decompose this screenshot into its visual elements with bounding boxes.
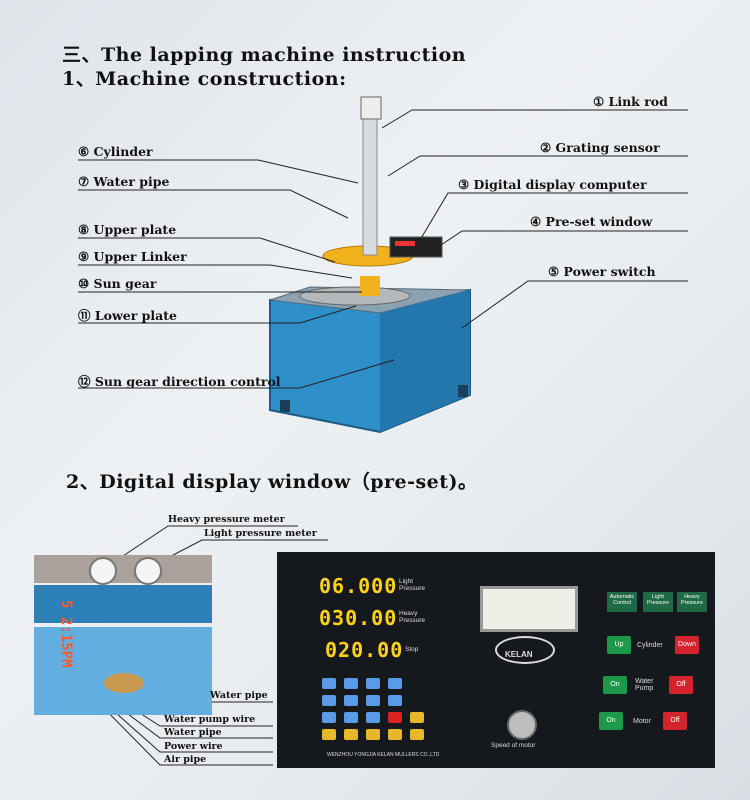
cylinder-label: Cylinder — [637, 642, 663, 649]
label-link-rod: ① Link rod — [593, 94, 668, 109]
label-digital-display-computer: ③ Digital display computer — [458, 177, 647, 192]
label-lower-plate: ⑪ Lower plate — [78, 308, 177, 323]
instruction-title: 三、The lapping machine instruction — [62, 44, 467, 66]
speed-knob-label: Speed of motor — [491, 742, 536, 749]
kelan-logo: KELAN — [505, 650, 533, 659]
heavy-pressure-button[interactable]: Heavy Pressure — [677, 592, 707, 612]
label-photo-water-pipe-2: Water pipe — [164, 727, 222, 738]
machine-panel-top — [34, 585, 212, 623]
key[interactable] — [388, 695, 402, 706]
label-photo-water-pipe-1: Water pipe — [210, 690, 268, 701]
label-water-pump-wire: Water pump wire — [164, 714, 256, 725]
link-rod-shape — [360, 96, 382, 120]
motor-on-button[interactable]: On — [599, 712, 623, 730]
key[interactable] — [344, 712, 358, 723]
pressure-meter-photo — [34, 555, 212, 715]
display-label-stop: Stop — [405, 646, 419, 653]
cylinder-down-button[interactable]: Down — [675, 636, 699, 654]
key[interactable] — [366, 678, 380, 689]
motor-off-button[interactable]: Off — [663, 712, 687, 730]
key[interactable] — [322, 695, 336, 706]
motor-label: Motor — [633, 718, 651, 725]
key[interactable] — [388, 678, 402, 689]
key[interactable] — [388, 729, 402, 740]
light-pressure-button[interactable]: Light Pressure — [643, 592, 673, 612]
label-upper-plate: ⑧ Upper plate — [78, 222, 177, 237]
key[interactable] — [322, 712, 336, 723]
light-pressure-gauge — [134, 557, 162, 585]
cylinder-shape — [362, 114, 378, 256]
water-pump-on-button[interactable]: On — [603, 676, 627, 694]
label-air-pipe: Air pipe — [164, 754, 207, 765]
key[interactable] — [322, 729, 336, 740]
label-grating-sensor: ② Grating sensor — [540, 140, 660, 155]
key[interactable] — [366, 712, 380, 723]
automatic-control-button[interactable]: Automatic Control — [607, 592, 637, 612]
key[interactable] — [366, 729, 380, 740]
key[interactable] — [410, 712, 424, 723]
display-led-shape — [395, 241, 415, 246]
kelan-logo-ring — [495, 636, 555, 664]
water-pump — [104, 673, 144, 693]
display-label-heavy-pressure: Heavy Pressure — [399, 610, 426, 624]
label-heavy-pressure-meter: Heavy pressure meter — [168, 514, 285, 525]
foot-right — [458, 385, 468, 397]
lower-plate-shape — [299, 286, 411, 306]
machine-side — [380, 290, 470, 432]
key[interactable] — [344, 729, 358, 740]
date-stamp: 5 2:15PM — [58, 600, 74, 668]
label-upper-linker: ⑨ Upper Linker — [78, 249, 187, 264]
sun-gear-shape — [360, 276, 380, 296]
panel-footer: WENZHOU YONGJIA KELAN MULLERS CO.,LTD — [327, 752, 440, 758]
speed-knob[interactable] — [507, 710, 537, 740]
label-cylinder: ⑥ Cylinder — [78, 144, 153, 159]
label-power-switch: ⑤ Power switch — [548, 264, 656, 279]
display-heavy-pressure: 030.00 — [319, 606, 398, 630]
display-stop: 020.00 — [325, 638, 404, 662]
cylinder-up-button[interactable]: Up — [607, 636, 631, 654]
meter-plate — [34, 555, 212, 583]
label-preset-window: ④ Pre-set window — [530, 214, 653, 229]
key[interactable] — [366, 695, 380, 706]
foot-left — [280, 400, 290, 412]
key[interactable] — [322, 678, 336, 689]
label-water-pipe: ⑦ Water pipe — [78, 174, 170, 189]
control-panel: 06.000 Light Pressure 030.00 Heavy Press… — [277, 552, 715, 768]
water-pump-label: Water Pump — [635, 678, 654, 692]
key[interactable] — [344, 678, 358, 689]
key[interactable] — [410, 729, 424, 740]
label-power-wire: Power wire — [164, 741, 223, 752]
heavy-pressure-gauge — [89, 557, 117, 585]
label-sun-gear: ⑩ Sun gear — [78, 276, 157, 291]
analog-meter — [480, 586, 578, 632]
machine-panel-bottom — [34, 627, 212, 715]
key[interactable] — [388, 712, 402, 723]
label-sun-gear-direction: ⑫ Sun gear direction control — [78, 374, 281, 389]
key[interactable] — [344, 695, 358, 706]
label-light-pressure-meter: Light pressure meter — [204, 528, 317, 539]
display-box-shape — [389, 236, 443, 258]
leader-lines — [78, 109, 688, 389]
water-pump-off-button[interactable]: Off — [669, 676, 693, 694]
display-light-pressure: 06.000 — [319, 574, 398, 598]
section-title-display: 2、Digital display window（pre-set)。 — [66, 471, 478, 493]
display-label-light-pressure: Light Pressure — [399, 578, 426, 592]
section-title-construction: 1、Machine construction: — [62, 68, 347, 90]
